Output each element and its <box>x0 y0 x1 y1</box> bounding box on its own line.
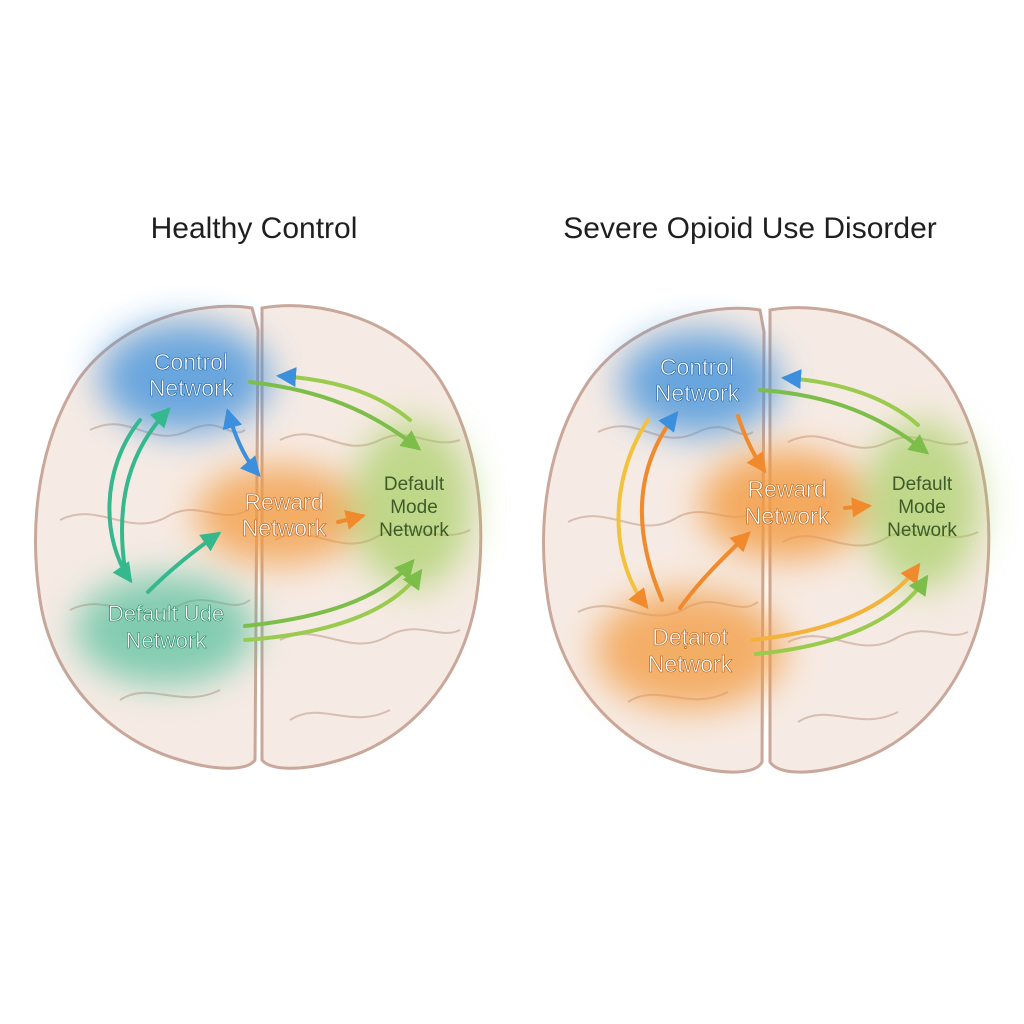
arrow-control-reward <box>736 414 767 474</box>
control-network-label-1: Control <box>660 354 734 380</box>
arrow-control-to-dml <box>107 418 142 584</box>
arrow-dml-to-dmn <box>750 562 921 642</box>
default-left-label-1: Deṭarot <box>652 624 728 650</box>
arrow-dml-to-dmn-2 <box>754 574 929 656</box>
default-mode-label-1: Default <box>892 474 953 495</box>
arrow-dml-to-control <box>639 410 679 602</box>
control-network-glow <box>100 323 270 433</box>
severe-oud-title: Severe Opioid Use Disorder <box>563 212 937 245</box>
control-network-label-2: Network <box>655 380 740 406</box>
default-mode-label-2: Mode <box>898 497 946 518</box>
default-mode-glow <box>864 420 980 590</box>
arrow-dml-to-control <box>119 407 171 572</box>
arrow-dml-to-reward <box>146 531 222 594</box>
arrow-dmn-to-control <box>276 367 412 422</box>
default-mode-label-3: Network <box>379 520 449 541</box>
default-mode-label-2: Mode <box>390 497 438 518</box>
default-mode-label-3: Network <box>887 520 957 541</box>
arrow-control-reward <box>222 408 261 478</box>
default-left-glow <box>595 590 785 710</box>
control-network-label-2: Network <box>149 375 234 401</box>
control-network-label-1: Control <box>154 349 228 375</box>
reward-network-label-2: Network <box>745 503 830 529</box>
default-left-label-1: Default Ude <box>108 601 224 626</box>
default-left-label-2: Network <box>126 628 208 653</box>
arrow-reward-to-dmn <box>336 510 366 530</box>
reward-network-label-1: Reward <box>244 489 323 515</box>
healthy-control-title: Healthy Control <box>150 212 358 245</box>
arrow-control-to-dmn <box>758 388 930 455</box>
default-left-glow <box>75 575 255 685</box>
arrow-dml-to-dmn <box>243 558 415 628</box>
arrow-control-to-dml <box>616 418 650 610</box>
arrow-dmn-to-control <box>781 369 920 427</box>
arrow-dml-to-reward <box>678 531 751 610</box>
oud-brain: Control Network Reward Network Default M… <box>542 306 991 774</box>
reward-network-glow <box>195 465 365 565</box>
default-mode-label-1: Default <box>384 474 445 495</box>
reward-network-label-1: Reward <box>747 476 826 502</box>
control-network-glow <box>620 331 780 435</box>
default-mode-glow <box>352 420 472 590</box>
arrow-control-to-dmn <box>248 380 422 451</box>
default-left-label-2: Network <box>648 651 733 677</box>
healthy-brain: Control Network Reward Network Default M… <box>34 304 483 770</box>
reward-network-label-2: Network <box>242 515 327 541</box>
arrow-reward-to-dmn <box>843 497 872 518</box>
arrow-dml-to-dmn-2 <box>243 568 423 642</box>
